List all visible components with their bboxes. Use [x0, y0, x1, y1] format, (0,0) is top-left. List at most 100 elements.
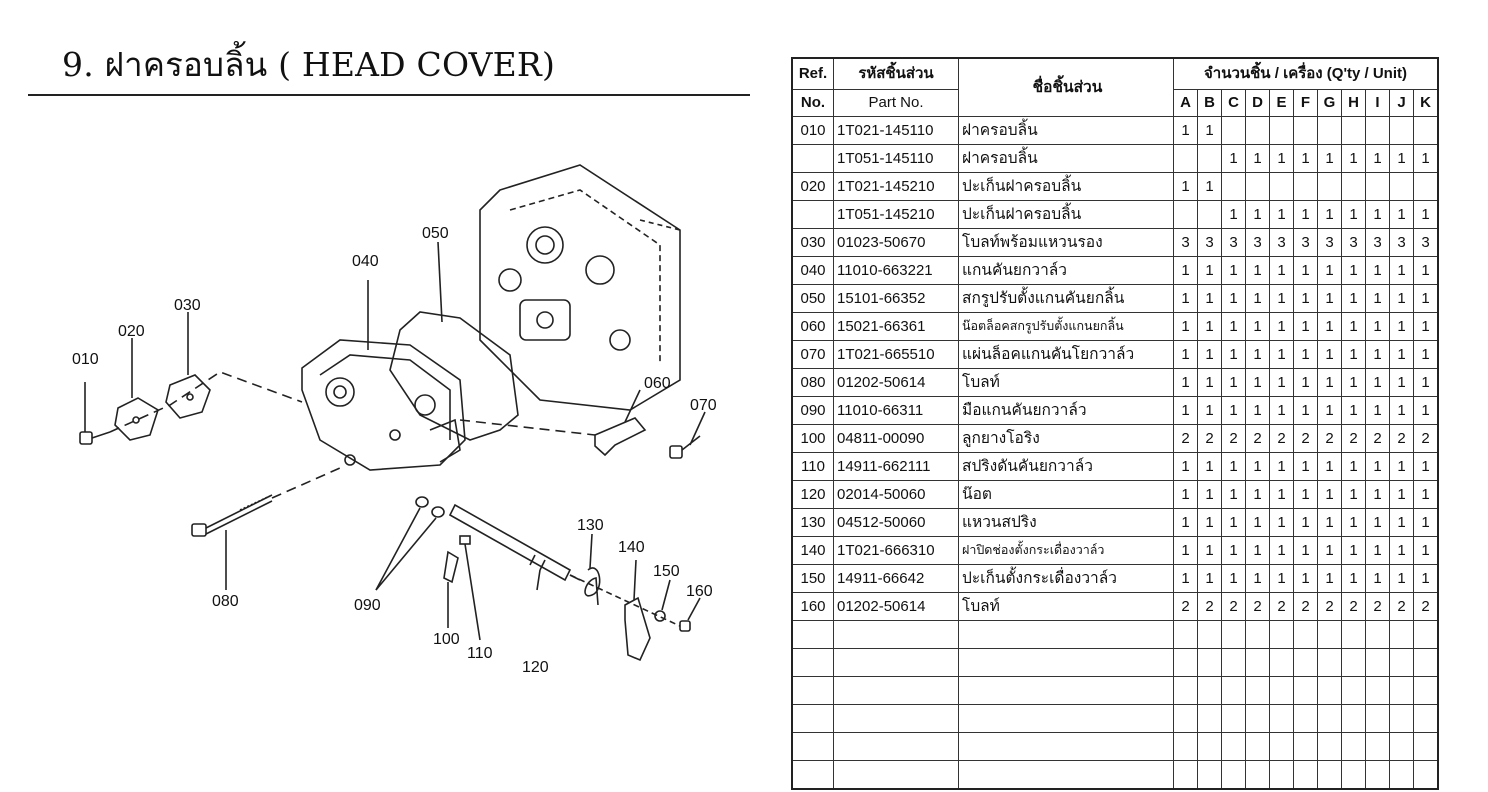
callout-120: 160 — [686, 583, 713, 600]
qty-cell: 1 — [1293, 200, 1318, 229]
qty-cell: 1 — [1245, 312, 1270, 341]
qty-cell — [1197, 200, 1222, 229]
ref-cell: 130 — [791, 508, 834, 537]
callout-030: 080 — [212, 593, 239, 610]
empty-cell — [958, 704, 1174, 733]
empty-cell — [1317, 648, 1342, 677]
qty-cell: 1 — [1269, 256, 1294, 285]
nut-120-drawing — [679, 620, 691, 632]
empty-cell — [791, 648, 834, 677]
qty-cell: 1 — [1221, 340, 1246, 369]
empty-cell — [1221, 676, 1246, 705]
empty-cell — [1197, 620, 1222, 649]
qty-cell: 1 — [1245, 368, 1270, 397]
qty-cell: 1 — [1365, 480, 1390, 509]
qty-cell — [1365, 172, 1390, 201]
empty-cell — [1389, 676, 1414, 705]
part-no-cell: 04811-00090 — [833, 424, 959, 453]
empty-table-row — [791, 676, 1439, 705]
empty-cell — [1245, 648, 1270, 677]
qty-cell: 1 — [1197, 536, 1222, 565]
qty-cell — [1173, 200, 1198, 229]
spring-110-drawing — [584, 567, 601, 606]
qty-cell: 1 — [1197, 340, 1222, 369]
qty-cell: 1 — [1341, 312, 1366, 341]
qty-cell: 1 — [1389, 284, 1414, 313]
qty-cell: 1 — [1365, 368, 1390, 397]
empty-cell — [1221, 620, 1246, 649]
empty-cell — [1197, 648, 1222, 677]
empty-cell — [1389, 732, 1414, 761]
part-no-cell: 1T021-665510 — [833, 340, 959, 369]
qty-cell: 1 — [1365, 396, 1390, 425]
part-no-cell: 04512-50060 — [833, 508, 959, 537]
qty-cell: 1 — [1341, 284, 1366, 313]
qty-cell: 1 — [1221, 144, 1246, 173]
callout-090: 140 — [618, 539, 645, 556]
empty-cell — [1221, 760, 1246, 790]
empty-cell — [958, 676, 1174, 705]
callout-160: 010 — [72, 351, 99, 368]
qty-cell: 1 — [1389, 536, 1414, 565]
header-unit: A — [1173, 89, 1198, 117]
qty-cell — [1389, 116, 1414, 145]
empty-cell — [1173, 648, 1198, 677]
empty-cell — [1365, 648, 1390, 677]
part-no-cell: 1T051-145210 — [833, 200, 959, 229]
cover-140-drawing — [114, 397, 159, 441]
qty-cell — [1221, 116, 1246, 145]
empty-cell — [1245, 704, 1270, 733]
qty-cell: 1 — [1173, 172, 1198, 201]
empty-cell — [1245, 760, 1270, 790]
qty-cell: 1 — [1293, 536, 1318, 565]
qty-cell: 3 — [1245, 228, 1270, 257]
part-no-cell: 1T021-145210 — [833, 172, 959, 201]
empty-cell — [1365, 704, 1390, 733]
empty-cell — [1341, 620, 1366, 649]
qty-cell: 1 — [1293, 340, 1318, 369]
qty-cell: 1 — [1389, 452, 1414, 481]
empty-cell — [1221, 732, 1246, 761]
qty-cell: 1 — [1245, 508, 1270, 537]
qty-cell: 2 — [1221, 592, 1246, 621]
part-no-cell: 01023-50670 — [833, 228, 959, 257]
empty-cell — [791, 732, 834, 761]
empty-cell — [1173, 620, 1198, 649]
empty-table-row — [791, 620, 1439, 649]
callout-080: 070 — [690, 397, 717, 414]
empty-cell — [1173, 676, 1198, 705]
empty-table-row — [791, 704, 1439, 733]
ref-cell: 030 — [791, 228, 834, 257]
qty-cell: 1 — [1197, 368, 1222, 397]
part-name-cell: ฝาครอบลิ้น — [958, 144, 1174, 173]
qty-cell: 2 — [1317, 424, 1342, 453]
page-title: 9. ฝาครอบลิ้น ( HEAD COVER) — [62, 45, 556, 84]
qty-cell — [1389, 172, 1414, 201]
qty-cell: 1 — [1365, 508, 1390, 537]
qty-cell: 1 — [1341, 564, 1366, 593]
gasket-020-drawing — [389, 311, 519, 441]
qty-cell: 1 — [1413, 368, 1439, 397]
qty-cell: 1 — [1413, 536, 1439, 565]
qty-cell: 1 — [1245, 340, 1270, 369]
qty-cell: 1 — [1269, 368, 1294, 397]
empty-cell — [1413, 704, 1439, 733]
part-no-cell: 1T021-666310 — [833, 536, 959, 565]
ref-cell: 050 — [791, 284, 834, 313]
header-part-no: Part No. — [833, 89, 959, 117]
qty-cell: 2 — [1389, 424, 1414, 453]
header-unit: D — [1245, 89, 1270, 117]
part-no-cell: 11010-66311 — [833, 396, 959, 425]
header-name: ชื่อชิ้นส่วน — [958, 57, 1174, 117]
empty-cell — [958, 732, 1174, 761]
